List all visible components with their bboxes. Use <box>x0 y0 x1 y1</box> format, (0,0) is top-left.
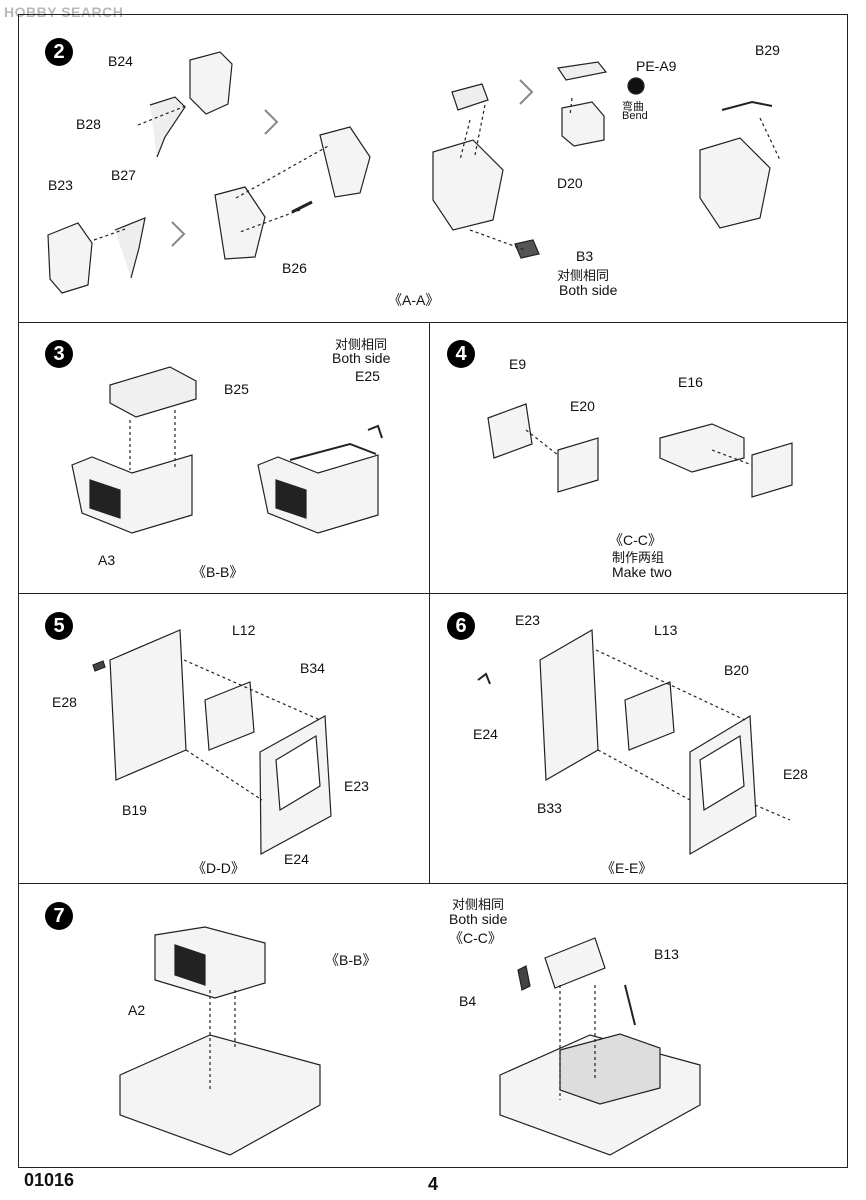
step-3-both-side-cn: 对侧相同 <box>335 338 388 353</box>
step-3-caption: 《B-B》 <box>192 564 244 580</box>
step-7-badge: 7 <box>45 902 73 930</box>
step-6-badge: 6 <box>447 612 475 640</box>
product-code: 01016 <box>24 1170 75 1190</box>
step-5-badge: 5 <box>45 612 73 640</box>
part-label-pe-a9: PE-A9 <box>636 58 677 74</box>
instruction-frame <box>18 14 848 1168</box>
step-7-both-side-cn: 对侧相同 <box>452 898 505 913</box>
part-label-e23: E23 <box>344 778 369 794</box>
divider-col <box>429 322 430 883</box>
part-label-e24-step6: E24 <box>473 726 498 742</box>
part-label-b4: B4 <box>459 993 477 1009</box>
part-label-l13: L13 <box>654 622 678 638</box>
part-label-e9: E9 <box>509 356 527 372</box>
step6-drawing <box>478 630 790 854</box>
both-side-en-label: Both side <box>559 282 618 298</box>
divider-row1 <box>18 322 848 323</box>
divider-row2 <box>18 593 848 594</box>
part-label-d20: D20 <box>557 175 583 191</box>
step-3-both-side-en: Both side <box>332 350 391 366</box>
part-label-a3: A3 <box>98 552 116 568</box>
step-4-badge: 4 <box>447 340 475 368</box>
part-label-b28: B28 <box>76 116 101 132</box>
step5-drawing <box>93 630 331 854</box>
step-2-caption: 《A-A》 <box>388 292 440 308</box>
step-2-badge: 2 <box>45 38 73 66</box>
part-label-l12: L12 <box>232 622 256 638</box>
watermark: HOBBY SEARCH <box>4 4 124 20</box>
part-label-b3: B3 <box>576 248 594 264</box>
make-two-cn-label: 制作两组 <box>612 551 665 566</box>
part-label-b24: B24 <box>108 53 133 69</box>
step-4-caption: 《C-C》 <box>609 532 662 548</box>
part-label-b29: B29 <box>755 42 780 58</box>
part-label-b19: B19 <box>122 802 147 818</box>
step2-drawing <box>48 52 780 293</box>
both-side-cn-label: 对侧相同 <box>557 269 610 284</box>
part-label-b25: B25 <box>224 381 249 397</box>
divider-row3 <box>18 883 848 884</box>
bend-cn-label: 弯曲 <box>622 100 644 113</box>
part-label-b20: B20 <box>724 662 749 678</box>
part-label-b26: B26 <box>282 260 307 276</box>
bend-en-label: Bend <box>622 110 648 122</box>
part-label-e25: E25 <box>355 368 380 384</box>
part-label-b27: B27 <box>111 167 136 183</box>
part-label-b34: B34 <box>300 660 325 676</box>
part-label-e23-step6: E23 <box>515 612 540 628</box>
page-number: 4 <box>428 1174 439 1194</box>
part-label-e16: E16 <box>678 374 703 390</box>
part-label-b33: B33 <box>537 800 562 816</box>
part-label-e24: E24 <box>284 851 309 867</box>
part-label-b23: B23 <box>48 177 73 193</box>
step-5-caption: 《D-D》 <box>192 860 245 876</box>
part-label-b13: B13 <box>654 946 679 962</box>
part-label-e28-step6: E28 <box>783 766 808 782</box>
ref-label-bb: 《B-B》 <box>325 952 377 968</box>
step4-drawing <box>488 404 792 497</box>
part-label-a2: A2 <box>128 1002 146 1018</box>
step-3-badge: 3 <box>45 340 73 368</box>
part-label-e20: E20 <box>570 398 595 414</box>
step7-drawing <box>120 927 700 1155</box>
part-label-e28: E28 <box>52 694 77 710</box>
ref-label-cc: 《C-C》 <box>449 930 502 946</box>
make-two-en-label: Make two <box>612 564 672 580</box>
step3-drawing <box>72 367 382 533</box>
step-6-caption: 《E-E》 <box>601 860 653 876</box>
step-7-both-side-en: Both side <box>449 911 508 927</box>
